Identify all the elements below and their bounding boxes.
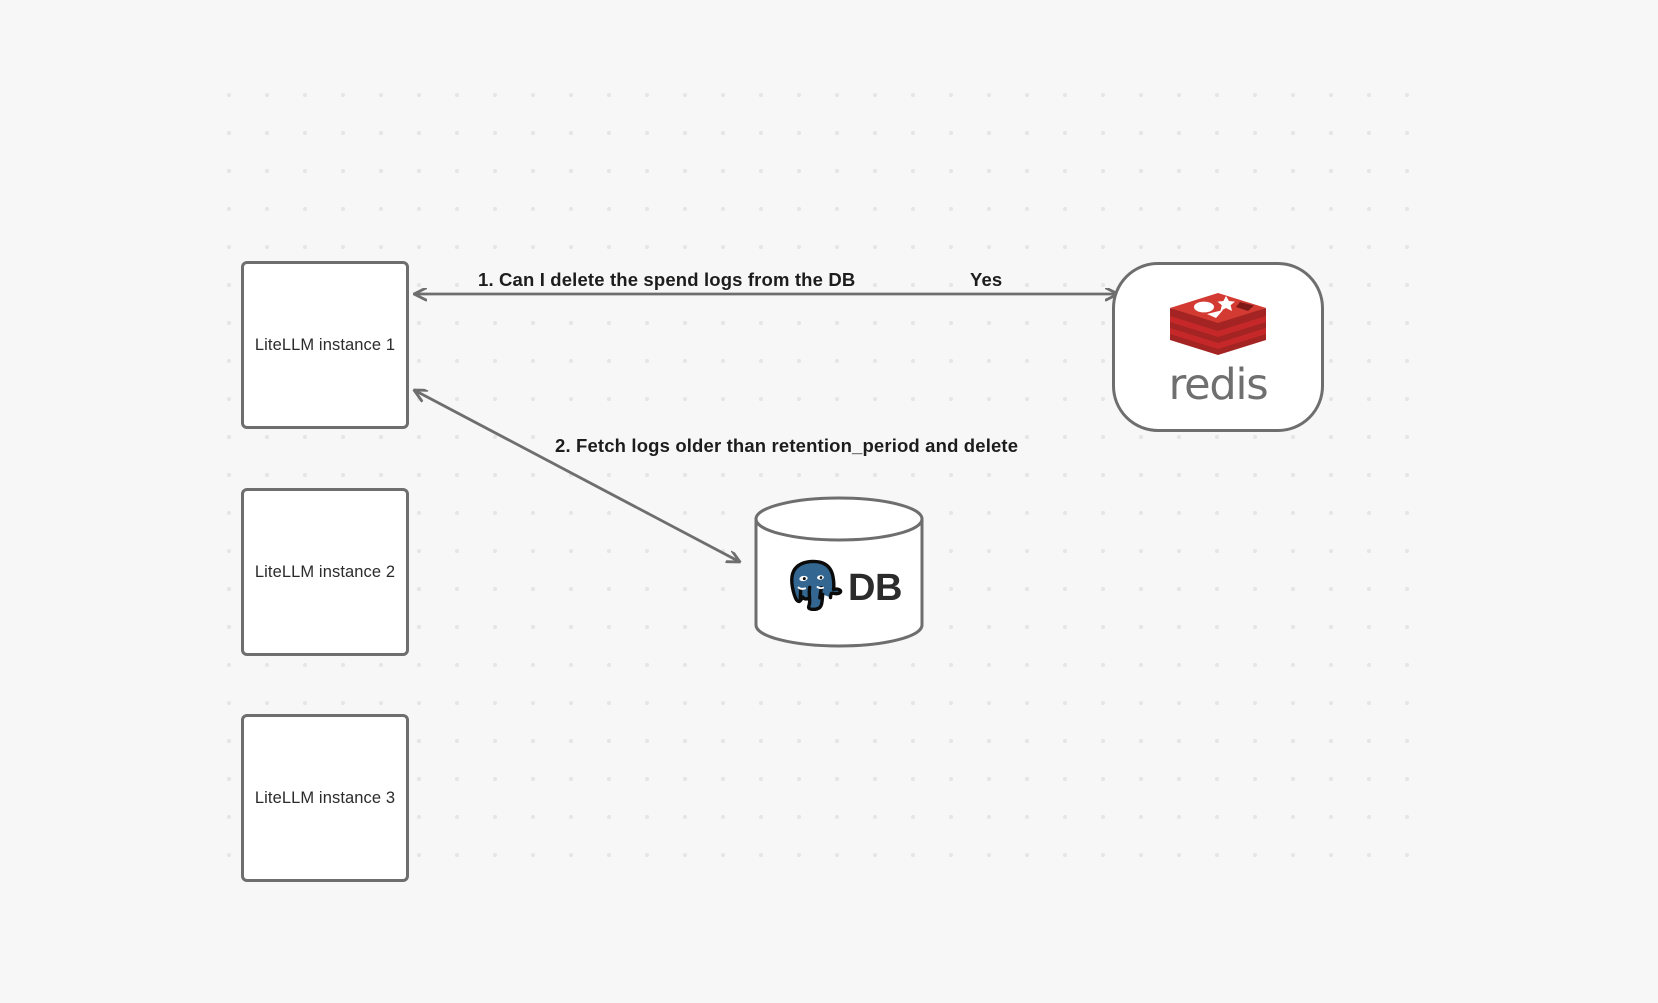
redis-logo-icon — [1170, 293, 1266, 355]
node-label: LiteLLM instance 3 — [254, 788, 396, 807]
node-litellm-instance-2[interactable]: LiteLLM instance 2 — [241, 488, 409, 656]
redis-logo-group: redis — [1166, 289, 1270, 407]
db-label: DB — [848, 567, 902, 609]
node-litellm-instance-1[interactable]: LiteLLM instance 1 — [241, 261, 409, 429]
edge-label-answer: Yes — [966, 268, 1007, 292]
node-label: LiteLLM instance 1 — [254, 335, 396, 354]
node-litellm-instance-3[interactable]: LiteLLM instance 3 — [241, 714, 409, 882]
node-label: LiteLLM instance 2 — [254, 562, 396, 581]
edge-label-fetch-delete: 2. Fetch logs older than retention_perio… — [551, 434, 1023, 458]
node-redis[interactable]: redis — [1112, 262, 1324, 432]
edge-litellm1-db — [414, 390, 740, 562]
cylinder-shape — [754, 496, 924, 648]
redis-wordmark: redis — [1168, 360, 1269, 410]
postgresql-elephant-icon — [790, 559, 843, 612]
edge-label-question: 1. Can I delete the spend logs from the … — [474, 268, 860, 292]
db-logo-group: DB — [754, 548, 924, 628]
node-database[interactable]: DB — [754, 496, 924, 648]
